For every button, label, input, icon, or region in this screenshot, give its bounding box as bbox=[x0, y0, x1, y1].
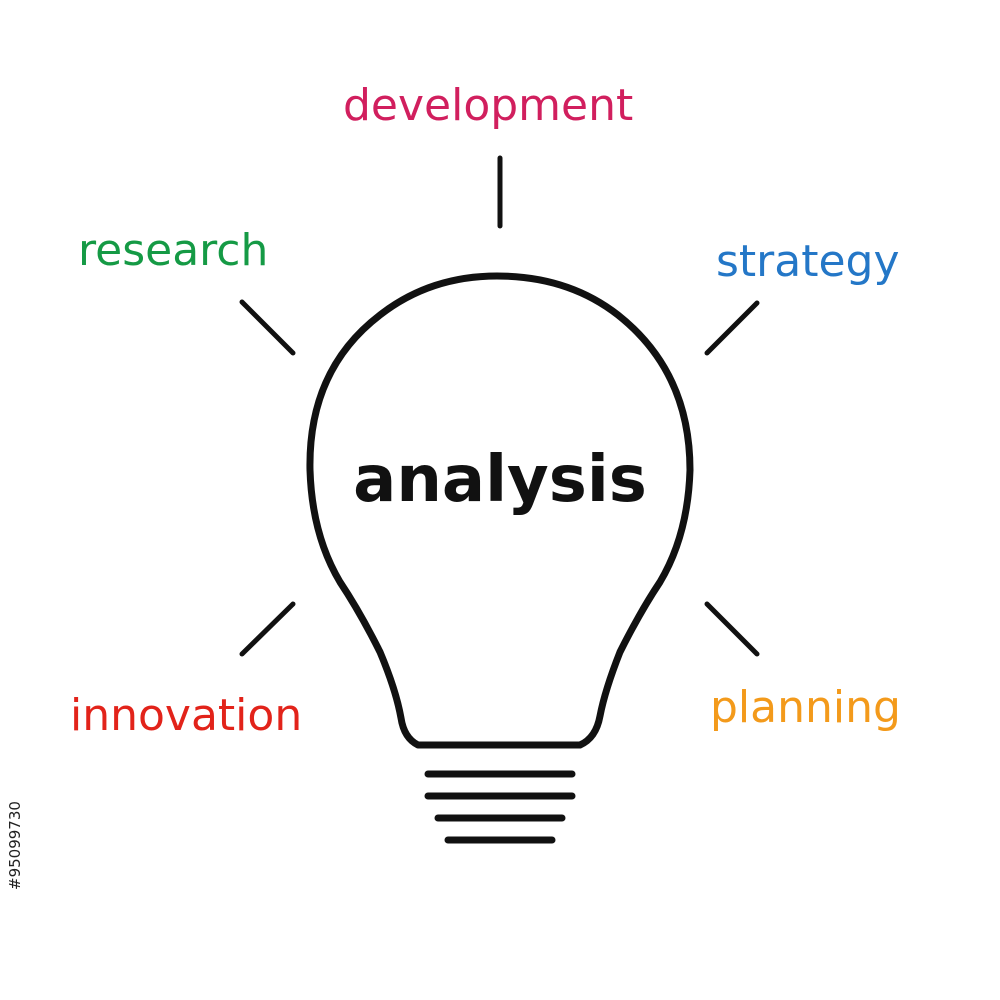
idea-label-innovation: innovation bbox=[70, 690, 303, 741]
ray-upper-right bbox=[704, 300, 760, 356]
idea-label-development: development bbox=[343, 80, 634, 131]
center-label: analysis bbox=[353, 443, 647, 517]
light-rays bbox=[239, 155, 760, 657]
stock-image-id: #95099730 bbox=[6, 801, 24, 890]
ray-lower-left bbox=[239, 601, 296, 657]
light-bulb-icon bbox=[306, 272, 694, 749]
idea-label-strategy: strategy bbox=[716, 236, 900, 287]
idea-label-research: research bbox=[78, 225, 269, 276]
ray-lower-right bbox=[704, 601, 760, 657]
idea-label-planning: planning bbox=[710, 682, 901, 733]
ray-upper-left bbox=[239, 299, 296, 356]
bulb-base bbox=[424, 770, 576, 844]
